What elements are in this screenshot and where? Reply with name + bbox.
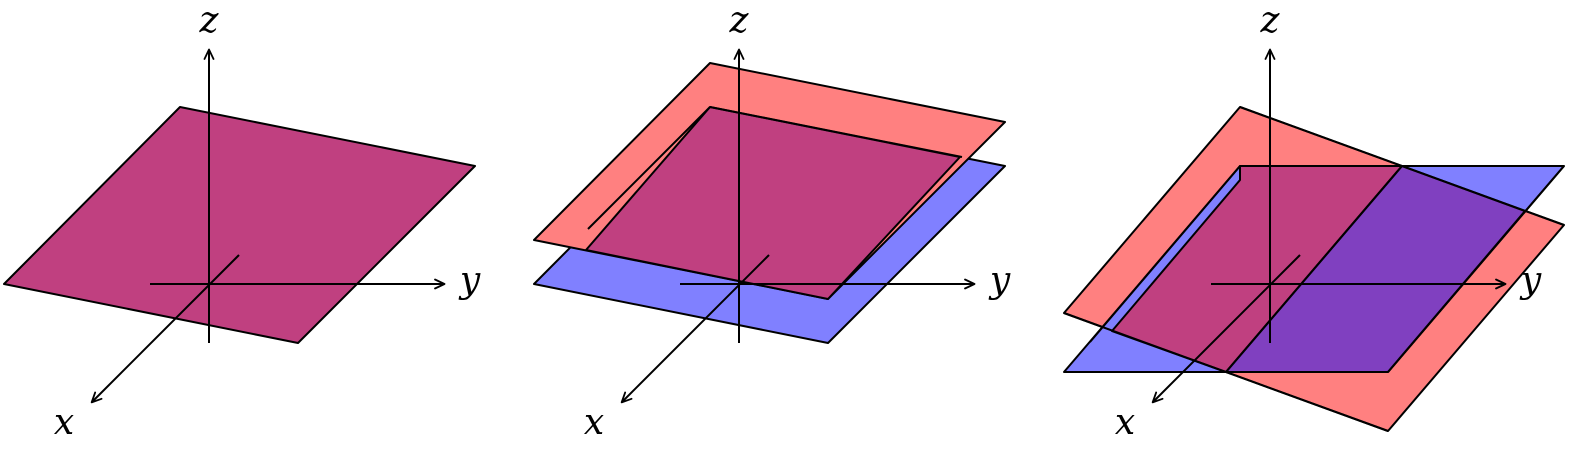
red-plane-back-edge	[1239, 106, 1565, 226]
y-axis-label: y	[458, 260, 481, 301]
z-axis-label: z	[1260, 0, 1281, 41]
blue-plane-left-edge	[1089, 165, 1241, 343]
panel-intersecting: z y x	[1063, 0, 1565, 443]
x-axis-label: x	[1115, 402, 1135, 443]
blue-plane-right-edge	[1387, 165, 1565, 373]
z-axis-label: z	[199, 0, 220, 41]
x-axis-label: x	[584, 402, 604, 443]
intersection-line	[1225, 165, 1403, 373]
x-axis	[1151, 254, 1301, 404]
panel-coincident: z y x	[3, 0, 481, 443]
x-axis	[90, 254, 240, 404]
x-axis	[620, 254, 770, 404]
blue-plane-back-edge	[709, 106, 963, 158]
x-axis-label: x	[54, 402, 74, 443]
blue-plane-left-edge	[587, 106, 711, 230]
coincident-plane	[3, 106, 476, 344]
panel-parallel: z y x	[533, 0, 1011, 443]
y-axis-label: y	[988, 260, 1011, 301]
red-plane-front-edge	[1063, 312, 1389, 432]
y-axis-label: y	[1519, 260, 1542, 301]
z-axis-label: z	[729, 0, 750, 41]
